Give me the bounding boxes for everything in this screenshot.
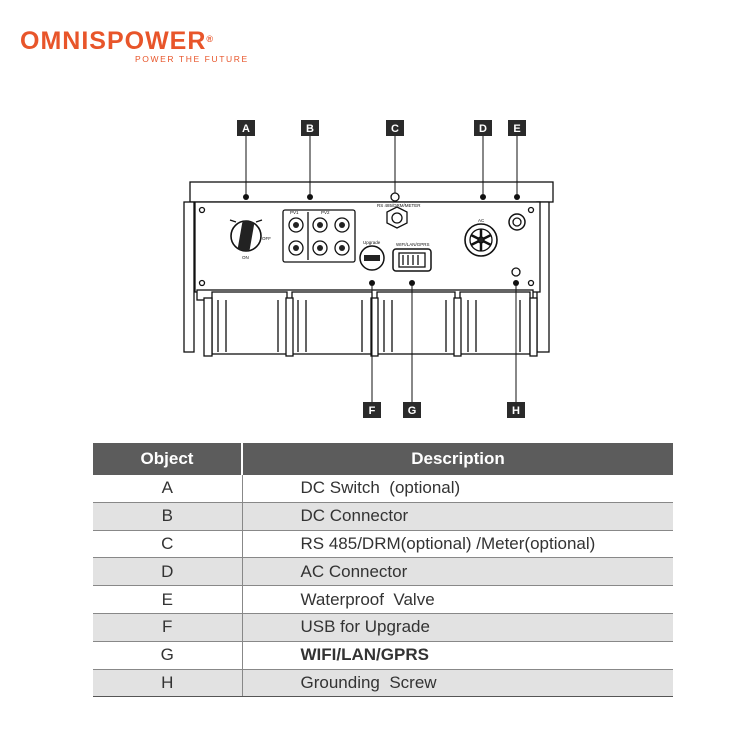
callout-f: F <box>363 402 381 418</box>
callout-e: E <box>508 120 526 136</box>
row-object: E <box>93 585 243 614</box>
table-header-row: Object Description <box>93 443 673 475</box>
heatsink-fins <box>203 291 538 357</box>
row-object: F <box>93 613 243 642</box>
row-object: H <box>93 669 243 698</box>
waterproof-valve-icon <box>508 213 526 231</box>
row-object: C <box>93 530 243 559</box>
svg-text:H: H <box>512 405 520 417</box>
rs485-gland-icon <box>386 206 408 229</box>
switch-off-text: OFF <box>262 236 271 241</box>
header-object: Object <box>93 443 243 475</box>
svg-text:D: D <box>479 123 487 135</box>
callout-c: C <box>386 120 404 136</box>
table-row: G WIFI/LAN/GPRS <box>93 641 673 670</box>
inverter-bottom-view: OFF ON PV1 PV2 RS 485/DRM/METER Upgrade … <box>183 120 554 418</box>
wifi-module-icon <box>392 248 432 272</box>
rs485-text: RS 485/DRM/METER <box>377 203 421 208</box>
svg-text:C: C <box>391 123 399 135</box>
row-description: Grounding Screw <box>242 669 673 698</box>
row-object: B <box>93 502 243 531</box>
table-row: E Waterproof Valve <box>93 585 673 614</box>
row-object: G <box>93 641 243 670</box>
row-description: Waterproof Valve <box>242 585 673 614</box>
left-handle <box>183 201 195 353</box>
svg-text:E: E <box>513 123 520 135</box>
svg-text:F: F <box>369 405 376 417</box>
pv2-text: PV2 <box>321 210 330 215</box>
upgrade-text: Upgrade <box>363 240 381 245</box>
svg-text:B: B <box>306 123 314 135</box>
table-row: A DC Switch (optional) <box>93 475 673 503</box>
ac-text: AC <box>478 218 485 223</box>
callout-d: D <box>474 120 492 136</box>
row-description: USB for Upgrade <box>242 613 673 642</box>
table-row: H Grounding Screw <box>93 669 673 698</box>
wifi-text: WIFI/LAN/GPRS <box>396 242 430 247</box>
svg-text:G: G <box>408 405 417 417</box>
inverter-diagram: OFF ON PV1 PV2 RS 485/DRM/METER Upgrade … <box>183 120 554 418</box>
row-description: DC Connector <box>242 502 673 531</box>
dc-switch-icon <box>229 219 263 252</box>
row-description: DC Switch (optional) <box>242 475 673 503</box>
callout-g: G <box>403 402 421 418</box>
callout-h: H <box>507 402 525 418</box>
header-description: Description <box>242 443 673 475</box>
usb-port-icon <box>359 245 385 271</box>
switch-on-text: ON <box>242 255 249 260</box>
grounding-screw-icon <box>511 267 521 277</box>
component-table: Object Description A DC Switch (optional… <box>93 443 673 698</box>
row-description: AC Connector <box>242 557 673 587</box>
row-description: WIFI/LAN/GPRS <box>242 641 673 670</box>
table-row: D AC Connector <box>93 557 673 587</box>
table-row: B DC Connector <box>93 502 673 531</box>
brand-logo: OMNISPOWER® POWER THE FUTURE <box>20 28 249 64</box>
brand-name: OMNISPOWER® <box>20 27 215 55</box>
table-row: C RS 485/DRM(optional) /Meter(optional) <box>93 530 673 559</box>
row-object: A <box>93 475 243 503</box>
callout-a: A <box>237 120 255 136</box>
table-row: F USB for Upgrade <box>93 613 673 642</box>
ac-connector-icon <box>464 223 498 257</box>
row-description: RS 485/DRM(optional) /Meter(optional) <box>242 530 673 559</box>
brand-tagline: POWER THE FUTURE <box>135 54 249 64</box>
pv1-text: PV1 <box>290 210 299 215</box>
callout-b: B <box>301 120 319 136</box>
dc-connector-icon <box>282 209 356 263</box>
svg-text:A: A <box>242 123 250 135</box>
row-object: D <box>93 557 243 587</box>
